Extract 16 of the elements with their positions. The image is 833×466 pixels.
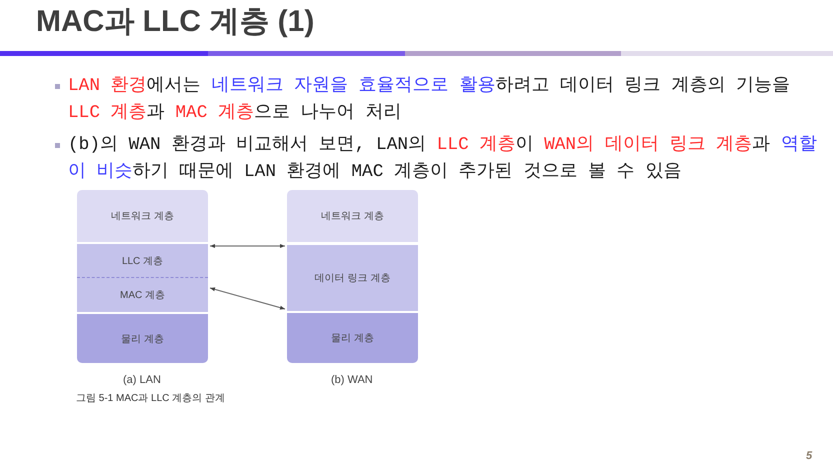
page-number: 5 (806, 450, 812, 462)
arrow (210, 244, 286, 248)
layer-box: 데이터 링크 계층 (287, 245, 418, 311)
layer-box: MAC 계층 (77, 277, 208, 312)
bullet-text: LAN 환경에서는 네트워크 자원을 효율적으로 활용하려고 데이터 링크 계층의 기능을 LLC 계층과 MAC 계층으로 나누어 처리 (68, 74, 792, 124)
bullet-text: (b)의 WAN 환경과 비교해서 보면, LAN의 LLC 계층이 WAN의 데이터 링크 계층과 역할이 비슷하기 때문에 LAN 환경에 MAC 계층이 추가된 것으로 볼 수 있음 (68, 134, 818, 184)
layer-box: 물리 계층 (77, 314, 208, 363)
layer-box: 네트워크 계층 (77, 190, 208, 242)
figure-caption: 그림 5-1 MAC과 LLC 계층의 관계 (76, 392, 225, 405)
layer-box: 물리 계층 (287, 313, 418, 363)
subfigure-label: (a) LAN (123, 374, 161, 386)
arrow (210, 287, 286, 310)
layer-box: LLC 계층 (77, 244, 208, 277)
layer-box: 네트워크 계층 (287, 190, 418, 242)
subfigure-label: (b) WAN (331, 374, 373, 386)
slide-title: MAC과 LLC 계층 (1) (36, 4, 314, 40)
